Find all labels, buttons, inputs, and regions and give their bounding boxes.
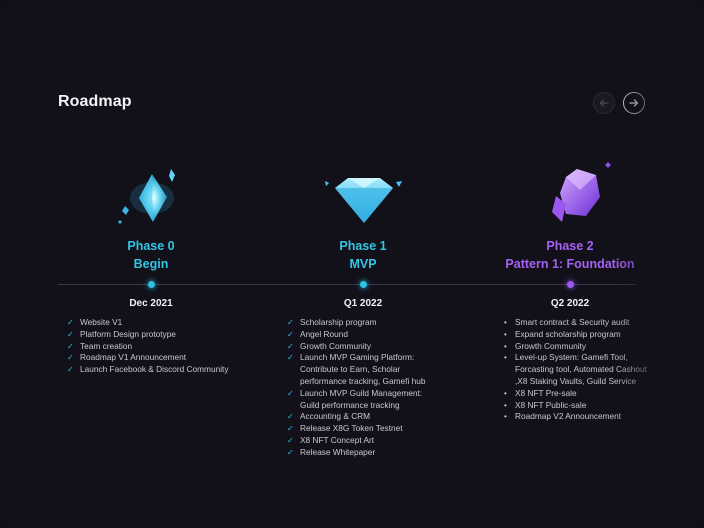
milestone-text: Release X8G Token Testnet <box>300 423 403 434</box>
check-icon: ✓ <box>287 329 294 339</box>
milestone-item: • X8 NFT Public-sale <box>502 400 692 412</box>
milestone-item: ✓ Roadmap V1 Announcement <box>67 352 267 364</box>
milestone-text: Team creation <box>80 340 133 351</box>
milestone-list: ✓ Website V1 ✓ Platform Design prototype ✓ Te… <box>67 317 267 376</box>
timeline-dot <box>360 281 367 288</box>
milestone-text: Smart contract & Security audit <box>515 317 630 327</box>
milestone-item: ✓ Launch MVP Guild Management:Guild perfo… <box>287 388 473 412</box>
check-icon: ✓ <box>67 341 74 351</box>
milestone-item: • Growth Community <box>502 341 692 353</box>
milestone-text: Release Whitepaper <box>300 446 376 457</box>
check-icon: ✓ <box>287 424 294 434</box>
milestone-text: Growth Community <box>515 340 587 351</box>
arrow-right-icon <box>629 99 639 107</box>
milestone-list: • Smart contract & Security audit • Expand … <box>502 317 692 423</box>
milestone-item: ✓ Scholarship program <box>287 317 473 329</box>
timeline-line <box>58 284 636 285</box>
bullet-icon: • <box>504 341 507 351</box>
milestone-text: X8 NFT Concept Art <box>300 434 375 445</box>
check-icon: ✓ <box>67 353 74 363</box>
phase-subtitle: Begin <box>133 257 169 271</box>
check-icon: ✓ <box>287 447 294 457</box>
milestone-text: Guild performance tracking <box>300 399 400 410</box>
milestone-item: ✓ Angel Round <box>287 329 473 341</box>
milestone-text: Launch MVP Gaming Platform: <box>300 352 415 363</box>
milestone-item: ✓ X8 NFT Concept Art <box>287 435 473 447</box>
milestone-text: Level-up System: Gamefi Tool, <box>515 352 628 363</box>
milestone-text: Scholarship program <box>300 317 377 327</box>
bullet-icon: • <box>504 400 507 410</box>
bullet-icon: • <box>504 329 507 339</box>
milestone-text: Accounting & CRM <box>300 411 371 422</box>
phase-date: Q2 2022 <box>550 298 590 309</box>
phase-title: Phase 2 <box>546 239 594 253</box>
milestone-item: • X8 NFT Pre-sale <box>502 388 692 400</box>
timeline-dot <box>148 281 155 288</box>
milestone-text: Platform Design prototype <box>80 328 176 339</box>
check-icon: ✓ <box>287 353 294 363</box>
milestone-text: Growth Community <box>300 340 372 351</box>
milestone-text: X8 NFT Pre-sale <box>515 387 577 398</box>
milestone-item: • Roadmap V2 Announcement <box>502 411 692 423</box>
phase-subtitle: Pattern 1: Foundation <box>505 257 635 271</box>
milestone-text: performance tracking, Gamefi hub <box>300 375 426 386</box>
phase-title: Phase 0 <box>127 239 175 253</box>
milestone-item: ✓ Growth Community <box>287 341 473 353</box>
milestone-text: Roadmap V2 Announcement <box>515 411 622 422</box>
milestone-text: Website V1 <box>80 317 123 327</box>
violet-crystal-icon <box>552 162 611 222</box>
milestone-text: Contribute to Earn, Scholar <box>300 364 401 375</box>
milestone-item: ✓ Website V1 <box>67 317 267 329</box>
milestone-item: ✓ Team creation <box>67 341 267 353</box>
bullet-icon: • <box>504 388 507 398</box>
milestone-item: ✓ Platform Design prototype <box>67 329 267 341</box>
bullet-icon: • <box>504 353 507 363</box>
milestone-text: X8 NFT Public-sale <box>515 399 587 410</box>
check-icon: ✓ <box>287 412 294 422</box>
phase-date: Dec 2021 <box>129 298 173 309</box>
cyan-crystal-icon <box>118 169 175 224</box>
milestone-item: ✓ Release X8G Token Testnet <box>287 423 473 435</box>
check-icon: ✓ <box>67 365 74 375</box>
check-icon: ✓ <box>67 318 74 327</box>
milestone-text: ,X8 Staking Vaults, Guild Service <box>515 375 637 386</box>
milestone-item: • Expand scholarship program <box>502 329 692 341</box>
milestone-text: Roadmap V1 Announcement <box>80 352 187 363</box>
phase-title: Phase 1 <box>339 239 387 253</box>
next-button[interactable] <box>623 92 645 114</box>
check-icon: ✓ <box>287 388 294 398</box>
milestone-item: ✓ Launch Facebook & Discord Community <box>67 364 267 376</box>
cyan-diamond-icon <box>325 178 402 223</box>
bullet-icon: • <box>504 412 507 422</box>
bullet-icon: • <box>504 318 507 327</box>
milestone-text: Angel Round <box>300 328 348 339</box>
milestone-text: Expand scholarship program <box>515 328 621 339</box>
timeline-dot <box>567 281 574 288</box>
milestone-text: Launch MVP Guild Management: <box>300 387 423 398</box>
check-icon: ✓ <box>287 318 294 327</box>
check-icon: ✓ <box>287 435 294 445</box>
page-title: Roadmap <box>58 93 132 110</box>
milestone-item: • Smart contract & Security audit <box>502 317 692 329</box>
check-icon: ✓ <box>287 341 294 351</box>
phase-date: Q1 2022 <box>343 298 383 309</box>
milestone-item: ✓ Release Whitepaper <box>287 447 473 459</box>
milestone-text: Launch Facebook & Discord Community <box>80 364 229 375</box>
milestone-text: Forcasting tool, Automated Cashout <box>515 364 647 375</box>
milestone-item: ✓ Launch MVP Gaming Platform:Contribute t… <box>287 352 473 387</box>
phase-subtitle: MVP <box>349 257 377 271</box>
check-icon: ✓ <box>67 329 74 339</box>
milestone-list: ✓ Scholarship program ✓ Angel Round ✓ Growth … <box>287 317 473 459</box>
milestone-item: ✓ Accounting & CRM <box>287 411 473 423</box>
milestone-item: • Level-up System: Gamefi Tool,Forcasting… <box>502 352 692 387</box>
previous-button[interactable] <box>593 92 615 114</box>
arrow-left-icon <box>599 99 609 107</box>
